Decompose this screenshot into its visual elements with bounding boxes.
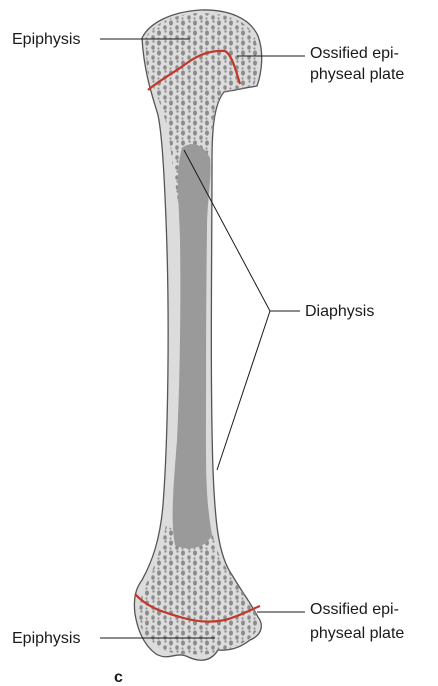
label-plate-top-line2: physeal plate — [310, 66, 404, 83]
panel-label: c — [114, 669, 123, 686]
leader-diaphysis-lower — [217, 311, 270, 470]
label-plate-top-line1: Ossified epi- — [310, 45, 399, 62]
label-plate-bottom-line1: Ossified epi- — [310, 601, 399, 618]
label-plate-bottom-line2: physeal plate — [310, 625, 404, 642]
label-epiphysis-top: Epiphysis — [12, 31, 80, 48]
label-diaphysis: Diaphysis — [305, 303, 374, 320]
label-epiphysis-bottom: Epiphysis — [12, 630, 80, 647]
